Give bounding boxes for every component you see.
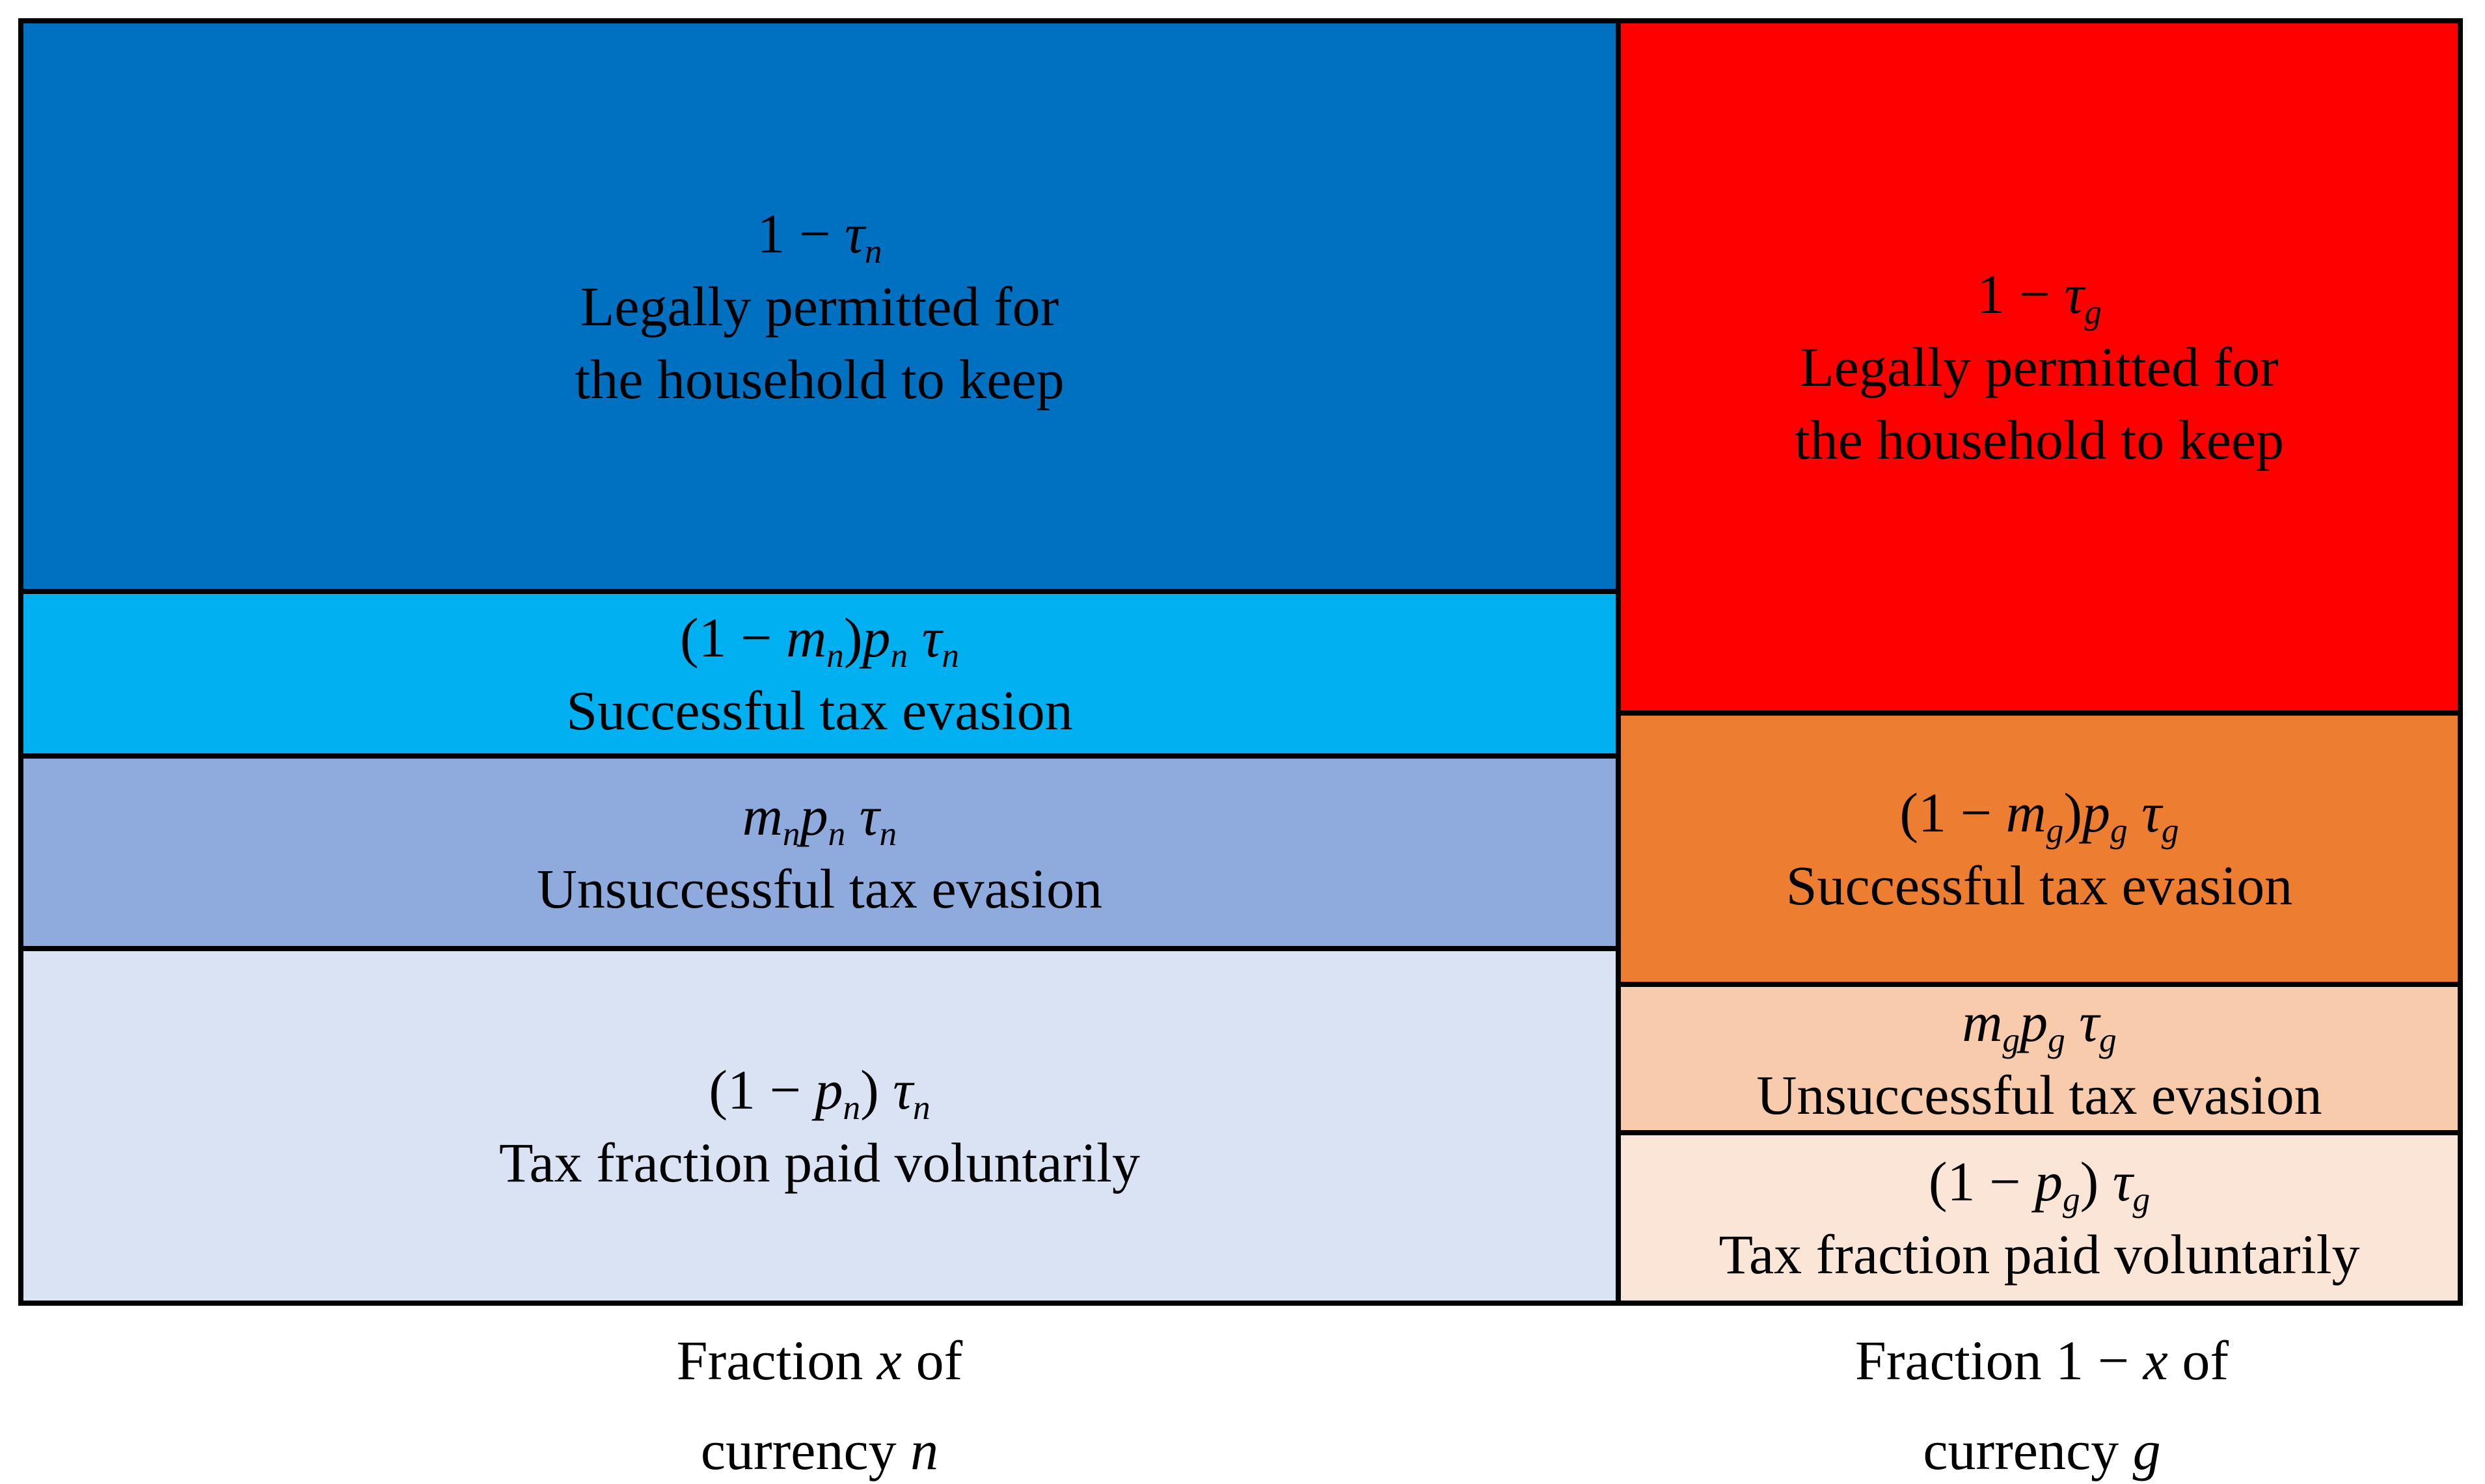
block-formula: 1 − τg: [1977, 263, 2102, 331]
block-label: Unsuccessful tax evasion: [536, 857, 1103, 920]
block-g-unsuccessful-evasion: mgpg τg Unsuccessful tax evasion: [1621, 982, 2458, 1130]
block-label: Legally permitted for: [1800, 336, 2279, 398]
block-label: Successful tax evasion: [1786, 854, 2293, 917]
block-label: Tax fraction paid voluntarily: [498, 1131, 1141, 1194]
block-formula: (1 − pn) τn: [709, 1058, 930, 1127]
block-label: Unsuccessful tax evasion: [1756, 1064, 2322, 1126]
block-n-successful-evasion: (1 − mn)pn τn Successful tax evasion: [23, 589, 1616, 753]
block-g-legally-permitted: 1 − τg Legally permitted for the househo…: [1621, 23, 2458, 710]
caption-line: Fraction 1 − x of: [1855, 1329, 2229, 1392]
block-label: the household to keep: [575, 347, 1065, 411]
block-n-legally-permitted: 1 − τn Legally permitted for the househo…: [23, 23, 1616, 589]
column-currency-g: 1 − τg Legally permitted for the househo…: [1621, 23, 2458, 1301]
block-label: Tax fraction paid voluntarily: [1718, 1223, 2360, 1286]
block-formula: mnpn τn: [742, 785, 897, 853]
block-formula: 1 − τn: [757, 202, 882, 271]
block-formula: mgpg τg: [1962, 991, 2117, 1059]
block-formula: (1 − mg)pg τg: [1899, 781, 2179, 850]
block-label: Legally permitted for: [580, 275, 1059, 338]
block-label: the household to keep: [1794, 409, 2285, 471]
caption-currency-g: Fraction 1 − x of currency g: [1621, 1315, 2463, 1484]
block-n-unsuccessful-evasion: mnpn τn Unsuccessful tax evasion: [23, 753, 1616, 946]
caption-line: Fraction x of: [676, 1329, 963, 1392]
block-formula: (1 − mn)pn τn: [679, 606, 960, 675]
block-label: Successful tax evasion: [566, 679, 1073, 742]
block-n-voluntary-tax: (1 − pn) τn Tax fraction paid voluntaril…: [23, 946, 1616, 1301]
block-formula: (1 − pg) τg: [1928, 1150, 2151, 1219]
column-currency-n: 1 − τn Legally permitted for the househo…: [23, 23, 1621, 1301]
caption-currency-n: Fraction x of currency n: [18, 1315, 1621, 1484]
caption-line: currency g: [1923, 1419, 2161, 1481]
caption-line: currency n: [700, 1419, 939, 1481]
block-g-successful-evasion: (1 − mg)pg τg Successful tax evasion: [1621, 710, 2458, 982]
block-g-voluntary-tax: (1 − pg) τg Tax fraction paid voluntaril…: [1621, 1130, 2458, 1301]
tax-split-diagram: 1 − τn Legally permitted for the househo…: [18, 18, 2463, 1306]
